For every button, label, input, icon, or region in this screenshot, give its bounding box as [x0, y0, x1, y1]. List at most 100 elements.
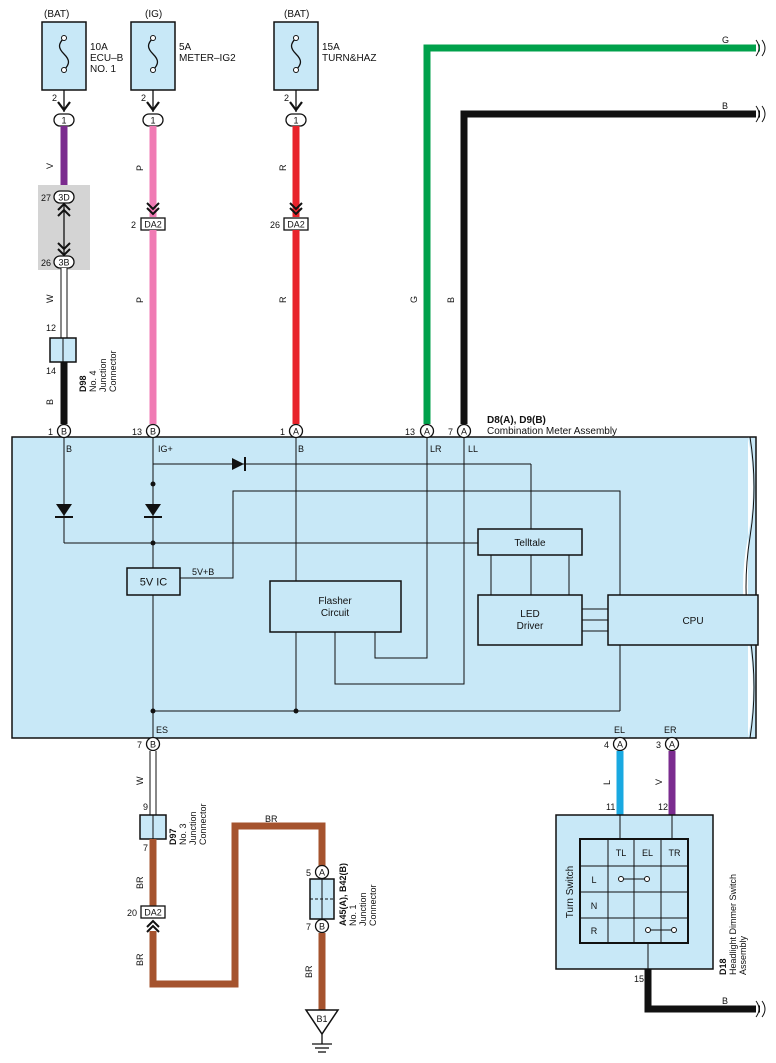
- wire-color-label: V: [45, 163, 55, 169]
- connector-name: No. 1: [348, 904, 358, 926]
- svg-text:13: 13: [405, 427, 415, 437]
- junction-dot: [293, 708, 299, 714]
- fuse-name: METER–IG2: [179, 53, 236, 64]
- diode-icon: [144, 504, 162, 518]
- vref-label: 5V+B: [192, 567, 214, 577]
- switch-contact-r: [645, 927, 677, 933]
- svg-text:13: 13: [132, 427, 142, 437]
- connector-name: Junction: [98, 358, 108, 392]
- fuse-pin: 2: [284, 93, 289, 103]
- wire-color-label: V: [654, 779, 664, 785]
- fuse-amp: 15A: [322, 42, 340, 53]
- meter-code: D8(A), D9(B): [487, 415, 546, 426]
- svg-text:A: A: [461, 427, 467, 437]
- meter-pin-4a: A 4 EL: [604, 725, 628, 752]
- connector-name: No. 4: [88, 370, 98, 392]
- connector-pin: 1: [150, 116, 155, 126]
- wire-color-label: P: [135, 297, 145, 303]
- connector-code: D98: [78, 375, 88, 392]
- wire-turn-haz: R DA2 26 R: [270, 126, 309, 424]
- svg-text:LR: LR: [430, 444, 442, 454]
- svg-text:B1: B1: [316, 1014, 327, 1024]
- connector-name: No. 3: [178, 823, 188, 845]
- svg-text:3: 3: [656, 740, 661, 750]
- svg-text:A: A: [617, 740, 623, 750]
- switch-col: EL: [642, 848, 653, 858]
- svg-text:7: 7: [448, 427, 453, 437]
- svg-text:CPU: CPU: [682, 616, 703, 627]
- wire-color-label: R: [278, 296, 288, 303]
- connector-code: A45(A), B42(B): [338, 863, 348, 926]
- wire-switch-ground: B: [644, 969, 766, 1018]
- fuse-pin: 2: [52, 93, 57, 103]
- connector-pin: 14: [46, 366, 56, 376]
- connector-label: DA2: [287, 220, 305, 230]
- diode-icon: [55, 504, 73, 518]
- svg-text:ES: ES: [156, 725, 168, 735]
- connector-letter: B: [319, 922, 325, 932]
- svg-text:7: 7: [137, 740, 142, 750]
- svg-text:A: A: [669, 740, 675, 750]
- svg-text:IG+: IG+: [158, 444, 173, 454]
- connector-pin: 26: [41, 258, 51, 268]
- switch-pin: 11: [606, 802, 615, 812]
- connector-name: Junction: [188, 811, 198, 845]
- wire-color-label: W: [135, 776, 145, 785]
- block-flasher-circuit: Flasher Circuit: [269, 580, 402, 633]
- connector-label: 3B: [58, 258, 69, 268]
- svg-text:Driver: Driver: [517, 621, 544, 632]
- switch-name: Headlight Dimmer Switch: [728, 874, 738, 975]
- wire-color-label: B: [722, 996, 728, 1006]
- svg-text:A: A: [293, 427, 299, 437]
- connector-name: Connector: [368, 884, 378, 926]
- svg-text:B: B: [61, 427, 67, 437]
- junction-dot: [150, 540, 156, 546]
- connector-pin: 12: [46, 323, 56, 333]
- svg-text:LED: LED: [520, 609, 539, 620]
- wire-color-label: BR: [135, 953, 145, 966]
- meter-pin-1b: B 1 B: [48, 423, 72, 454]
- wire-color-label: G: [722, 35, 729, 45]
- wire-color-label: BR: [135, 876, 145, 889]
- connector-code: D97: [168, 828, 178, 845]
- wire-ecu-b-chain: V 3D 27 3B 26 W 12 14 D98 No. 4 Junction…: [38, 126, 118, 424]
- block-led-driver: LED Driver: [477, 594, 583, 646]
- combination-meter-assembly: D8(A), D9(B) Combination Meter Assembly …: [11, 415, 759, 752]
- wire-color-label: BR: [304, 965, 314, 978]
- fuse-name: ECU–B: [90, 53, 124, 64]
- connector-name: Connector: [198, 803, 208, 845]
- wire-color-label: BR: [265, 814, 278, 824]
- meter-pin-7a: A 7 LL: [448, 423, 478, 454]
- connector-label: DA2: [144, 908, 162, 918]
- wire-el-er: L V: [602, 751, 676, 815]
- switch-code: D18: [718, 958, 728, 975]
- connector-pin: 1: [293, 116, 298, 126]
- svg-text:B: B: [66, 444, 72, 454]
- fuse-pin: 2: [141, 93, 146, 103]
- junction-dot: [150, 708, 156, 714]
- diode-icon: [232, 457, 246, 471]
- meter-internal-wiring: [63, 438, 621, 738]
- switch-row: R: [591, 926, 598, 936]
- switch-pin: 15: [634, 974, 644, 984]
- fuse-source-label: (BAT): [44, 9, 69, 20]
- svg-text:A: A: [424, 427, 430, 437]
- headlight-dimmer-switch-assembly: 11 12 TL EL TR L N R Tur: [555, 802, 748, 984]
- connector-pin: 7: [306, 922, 311, 932]
- connector-pin: 9: [143, 802, 148, 812]
- switch-row: L: [591, 875, 596, 885]
- meter-pin-3a: A 3 ER: [656, 725, 680, 752]
- connector-pin: 27: [41, 193, 51, 203]
- meter-pin-13b: B 13 IG+: [132, 423, 173, 454]
- fuse-amp: 5A: [179, 42, 192, 53]
- meter-pin-13a: A 13 LR: [405, 423, 442, 454]
- wire-color-label: P: [135, 165, 145, 171]
- connector-name: Connector: [108, 350, 118, 392]
- switch-col: TL: [616, 848, 627, 858]
- switch-name: Assembly: [738, 935, 748, 975]
- svg-text:Telltale: Telltale: [514, 538, 546, 549]
- wire-color-label: R: [278, 164, 288, 171]
- svg-text:Flasher: Flasher: [318, 596, 352, 607]
- wire-color-label: L: [602, 780, 612, 785]
- connector-pin: 5: [306, 868, 311, 878]
